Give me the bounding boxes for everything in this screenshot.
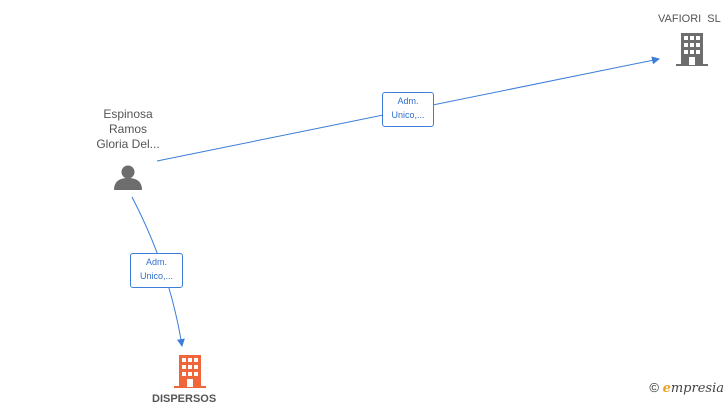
edge-label-line-1: Adm. bbox=[145, 257, 167, 267]
brand-initial: e bbox=[662, 381, 671, 396]
edge-label-line-2: Unico,... bbox=[139, 271, 173, 281]
brand-logo: empresia bbox=[663, 381, 724, 396]
person-name-line-3: Gloria Del... bbox=[96, 137, 160, 151]
person-name-line-2: Ramos bbox=[108, 122, 147, 136]
brand-rest: mpresia bbox=[670, 381, 724, 396]
copyright-symbol: © bbox=[649, 380, 659, 395]
person-name-label[interactable]: Espinosa Ramos Gloria Del... bbox=[78, 107, 178, 152]
person-name-line-1: Espinosa bbox=[103, 107, 153, 121]
company-name-vafiori[interactable]: VAFIORI SL bbox=[658, 13, 721, 25]
building-icon-dispersos[interactable] bbox=[174, 355, 206, 388]
building-icon[interactable] bbox=[676, 33, 708, 66]
edge-label-line-1: Adm. bbox=[397, 96, 419, 106]
edge-label-line-2: Unico,... bbox=[391, 110, 425, 120]
empresia-watermark: © empresia bbox=[649, 380, 724, 396]
person-icon[interactable] bbox=[114, 165, 142, 191]
edge-label-dispersos[interactable]: Adm. Unico,... bbox=[130, 253, 183, 288]
edge-label-vafiori[interactable]: Adm. Unico,... bbox=[382, 92, 434, 127]
company-name-dispersos[interactable]: DISPERSOS bbox=[152, 393, 217, 405]
